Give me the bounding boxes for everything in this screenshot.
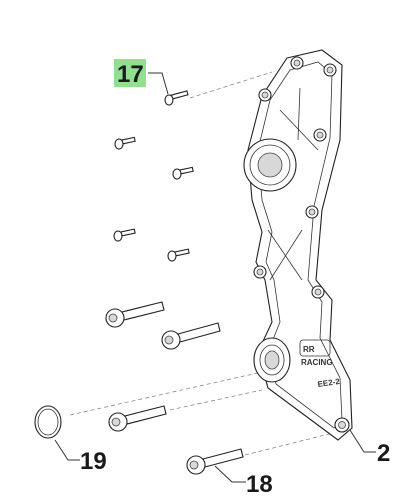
callout-19-label: 19 (80, 448, 107, 475)
screw-17 (164, 90, 189, 106)
callout-19: 19 (54, 439, 107, 475)
callout-2: 2 (349, 429, 390, 467)
screw-small-2 (172, 166, 194, 180)
callout-18-label: 18 (246, 471, 273, 496)
logo-mark: RR (303, 345, 315, 354)
engine-side-cover: RR RACING EE2-2 (243, 49, 353, 441)
screw-small-4 (167, 248, 190, 262)
bolt-long-2 (161, 322, 221, 350)
screw-small-3 (113, 228, 136, 242)
bolt-long-3 (108, 405, 167, 432)
o-ring-19 (34, 405, 62, 439)
callout-17-label: 17 (117, 61, 144, 88)
bolt-long-1 (105, 301, 165, 328)
brand-logo-text: RACING (301, 358, 333, 367)
callout-17: 17 (114, 59, 169, 95)
alignment-lines (69, 71, 346, 456)
screw-small-1 (114, 136, 136, 150)
cover-marking: EE2-2 (317, 377, 341, 389)
callout-17-highlight (114, 59, 146, 87)
callout-18: 18 (214, 465, 273, 496)
callout-2-label: 2 (377, 440, 390, 467)
bolt-18 (186, 448, 244, 475)
